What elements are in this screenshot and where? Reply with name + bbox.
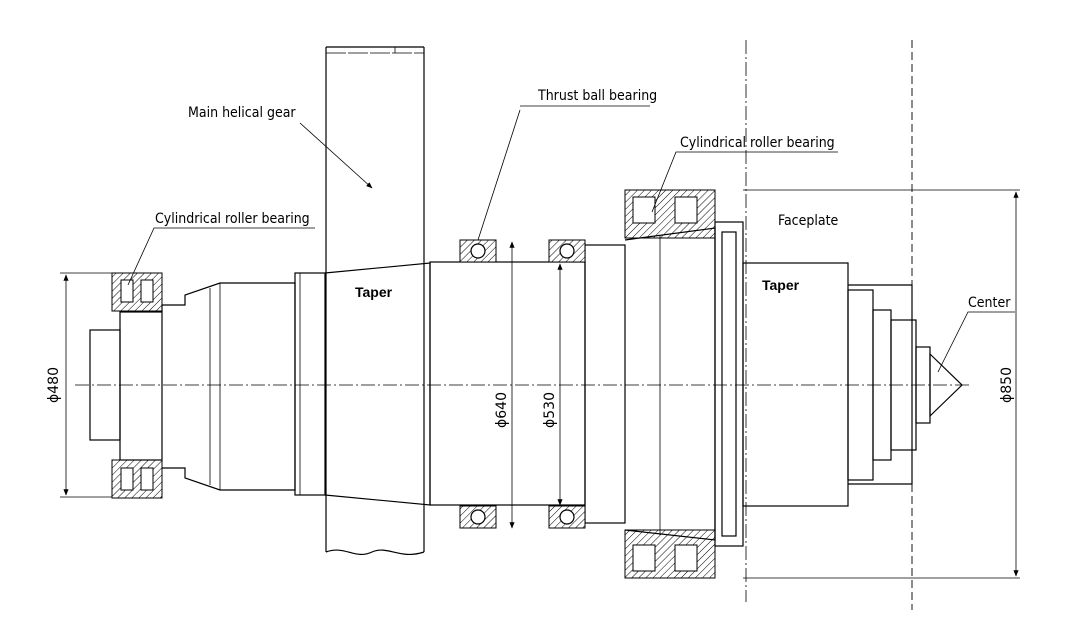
label-center: Center [968, 295, 1011, 311]
shaft-bearing-seat [429, 244, 626, 524]
label-thrust-ball-bearing: Thrust ball bearing [537, 88, 657, 104]
label-faceplate: Faceplate [778, 213, 839, 229]
label-cylindrical-roller-bearing-right: Cylindrical roller bearing [680, 135, 835, 151]
label-main-helical-gear: Main helical gear [188, 105, 296, 121]
center-tip [915, 346, 963, 424]
shaft-right-end [847, 284, 917, 485]
dimension-d530-label: ϕ530 [542, 392, 558, 428]
shaft-left-end [89, 282, 296, 491]
dimension-d530: ϕ530 [542, 263, 563, 506]
main-helical-gear [325, 46, 425, 555]
label-taper-right: Taper [762, 277, 800, 293]
leader-center [937, 311, 1015, 373]
dimension-d480: ϕ480 [46, 272, 112, 498]
leader-thrust-ball-bearing [477, 109, 521, 241]
left-cylindrical-roller-bearing [111, 272, 163, 499]
label-cylindrical-roller-bearing-left: Cylindrical roller bearing [155, 211, 310, 227]
spindle-housing [624, 227, 716, 541]
thrust-ball-bearing [459, 239, 586, 529]
faceplate [714, 189, 1020, 579]
label-taper-left: Taper [355, 284, 393, 300]
dimension-d850: ϕ850 [999, 191, 1019, 577]
leader-right-roller-bearing [651, 151, 838, 213]
dimension-d640: ϕ640 [494, 241, 515, 529]
leader-left-roller-bearing [127, 227, 315, 286]
dimension-d480-label: ϕ480 [46, 367, 62, 403]
right-cylindrical-roller-bearing [624, 189, 716, 579]
dimension-d850-label: ϕ850 [999, 367, 1015, 403]
dimension-d640-label: ϕ640 [494, 392, 510, 428]
leader-main-helical-gear [299, 122, 373, 189]
